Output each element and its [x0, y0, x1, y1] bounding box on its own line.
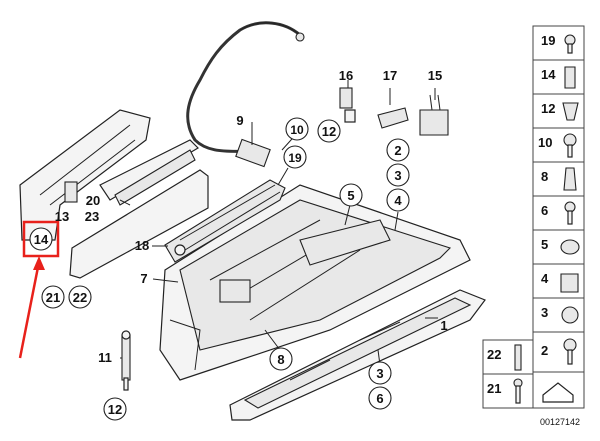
label-19: 19	[288, 151, 302, 165]
legend-2: 2	[541, 343, 548, 358]
label-23: 23	[85, 209, 99, 224]
label-11: 11	[98, 350, 112, 365]
label-14: 14	[34, 232, 49, 247]
legend-12: 12	[541, 101, 555, 116]
label-12-top: 12	[322, 124, 336, 139]
latch-mechanism	[164, 179, 286, 263]
legend-4: 4	[541, 271, 549, 286]
label-4: 4	[394, 193, 402, 208]
legend-22: 22	[487, 347, 501, 362]
label-22: 22	[73, 290, 87, 305]
direction-arrow-icon	[542, 382, 574, 403]
lower-trim-strip	[69, 169, 209, 279]
legend-6: 6	[541, 203, 548, 218]
label-2: 2	[394, 143, 401, 158]
damper-strip	[299, 219, 391, 266]
label-16: 16	[339, 68, 353, 83]
legend-8: 8	[541, 169, 548, 184]
legend-10: 10	[538, 135, 552, 150]
label-1: 1	[440, 318, 447, 333]
cable	[186, 21, 301, 154]
glovebox-lid	[229, 289, 486, 421]
callouts: 14 13 23 20 18 7 11 9 16 17 15 1 21 22 1…	[29, 68, 448, 421]
label-5: 5	[347, 188, 354, 203]
label-15: 15	[428, 68, 442, 83]
side-trim-panel	[19, 109, 151, 241]
label-12-bottom: 12	[108, 402, 122, 417]
label-8: 8	[277, 352, 284, 367]
label-3-bottom: 3	[376, 366, 383, 381]
label-9: 9	[236, 113, 243, 128]
label-21: 21	[46, 290, 60, 305]
label-10: 10	[290, 123, 304, 137]
cable-connector	[235, 138, 271, 168]
legend-19: 19	[541, 33, 555, 48]
trim-strip	[99, 139, 199, 206]
legend-21: 21	[487, 381, 501, 396]
label-18: 18	[135, 238, 149, 253]
leader-lines	[119, 80, 438, 366]
highlight-box	[22, 220, 60, 258]
small-bracket-16	[339, 87, 356, 123]
label-3: 3	[394, 168, 401, 183]
highlight-arrow	[18, 261, 41, 359]
clip-17	[377, 107, 409, 129]
glovebox-housing	[159, 184, 471, 381]
label-7: 7	[140, 271, 147, 286]
label-6: 6	[376, 391, 383, 406]
legend-3: 3	[541, 305, 548, 320]
bottom-legend: 22 21	[482, 339, 585, 409]
label-13: 13	[55, 209, 69, 224]
label-17: 17	[383, 68, 397, 83]
diagram-code: 00127142	[540, 417, 580, 427]
gas-damper	[121, 330, 131, 391]
side-legend: 19 14 12 10 8 6 5 4 3 2	[532, 25, 585, 373]
label-20: 20	[86, 193, 100, 208]
legend-5: 5	[541, 237, 548, 252]
hinge-15	[419, 94, 449, 136]
legend-14: 14	[541, 67, 556, 82]
